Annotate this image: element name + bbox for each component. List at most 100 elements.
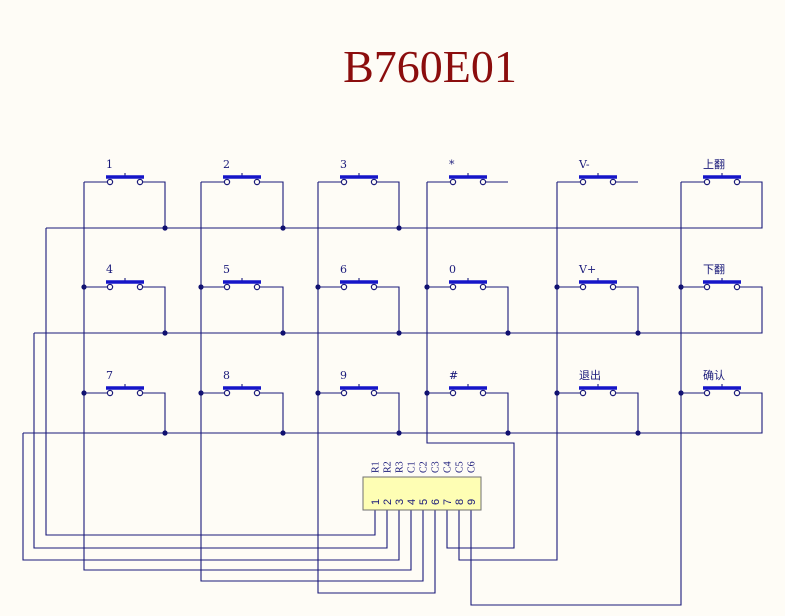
- junction-dot: [635, 330, 641, 336]
- switch-contact: [449, 178, 457, 186]
- connector-body: [362, 476, 482, 511]
- riser-r2-k2: [259, 286, 284, 333]
- switch-contact: [479, 178, 487, 186]
- junction-dot: [396, 225, 402, 231]
- switch-contact: [579, 389, 587, 397]
- key-switch: 6: [318, 263, 378, 291]
- key-switch: 确认: [681, 369, 741, 397]
- junction-dot: [162, 430, 168, 436]
- switch-contact: [370, 283, 378, 291]
- row-bus-3: [22, 392, 763, 561]
- riser-r1-k1: [142, 181, 166, 228]
- col-line-5: [458, 182, 558, 561]
- riser-r1-k2: [259, 181, 284, 228]
- key-label: 退出: [579, 368, 601, 382]
- connector-pin-number: 3: [394, 499, 406, 505]
- switch-contact: [609, 283, 617, 291]
- switch-contact: [703, 283, 711, 291]
- key-switch: 下翻: [681, 262, 741, 291]
- riser-r2-k3: [376, 286, 400, 333]
- connector-pin-label: C4: [443, 461, 454, 473]
- riser-r3-k4: [485, 392, 509, 433]
- key-label: 4: [106, 263, 113, 276]
- switch-contact: [106, 283, 114, 291]
- switch-contact: [370, 389, 378, 397]
- switch-contact: [253, 389, 261, 397]
- switch-contact: [609, 389, 617, 397]
- junction-dot: [162, 330, 168, 336]
- riser-r1-k3: [376, 181, 400, 228]
- key-label: 3: [340, 158, 347, 171]
- key-label: 6: [340, 263, 347, 276]
- col-line-4: [426, 182, 515, 549]
- junction-dot: [280, 225, 286, 231]
- connector-pin-number: 7: [442, 499, 454, 505]
- switch-contact: [703, 178, 711, 186]
- key-label: 0: [449, 263, 456, 276]
- switch-contact: [253, 178, 261, 186]
- key-switch: 退出: [557, 368, 617, 397]
- key-switch: 上翻: [681, 157, 741, 186]
- key-switch: 1: [84, 158, 144, 186]
- key-switch: 7: [84, 369, 144, 397]
- switch-contact: [223, 283, 231, 291]
- connector-pin-label: R2: [383, 461, 394, 473]
- key-switch: 0: [427, 263, 487, 291]
- riser-r2-k5: [615, 286, 639, 333]
- key-label: 下翻: [703, 262, 725, 276]
- switch-contact: [253, 283, 261, 291]
- riser-r3-k5: [615, 392, 639, 433]
- junction-dot: [505, 430, 511, 436]
- junction-dots: [81, 225, 684, 436]
- riser-r3-k3: [376, 392, 400, 433]
- key-label: *: [449, 158, 455, 171]
- key-label: 9: [340, 369, 347, 382]
- switch-contact: [449, 283, 457, 291]
- junction-dot: [280, 430, 286, 436]
- key-switch: V-: [557, 158, 617, 186]
- row-bus-1: [45, 181, 763, 536]
- key-switch: 4: [84, 263, 144, 291]
- switch-contact: [106, 178, 114, 186]
- push-switches: 1 2 3 * V- 上翻 4 5 6 0 V+ 下翻 7 8 9 # 退出 确认: [84, 157, 741, 397]
- connector-pin-label: R1: [371, 461, 382, 473]
- connector-pin-number: 8: [454, 499, 466, 505]
- switch-contact: [733, 178, 741, 186]
- col-line-3: [317, 182, 436, 594]
- switch-contact: [449, 389, 457, 397]
- switch-contact: [340, 283, 348, 291]
- connector-pin-label: C2: [419, 461, 430, 473]
- key-label: 确认: [703, 369, 725, 382]
- key-label: V+: [578, 263, 596, 276]
- switch-contact: [136, 389, 144, 397]
- switch-contact: [223, 178, 231, 186]
- switch-contact: [340, 389, 348, 397]
- connector-pin-label: R3: [395, 461, 406, 473]
- switch-contact: [733, 389, 741, 397]
- key-label: 2: [223, 158, 230, 171]
- diagram-title: B760E01: [343, 41, 517, 92]
- connector-pin-number: 1: [370, 499, 382, 505]
- key-label: 1: [106, 158, 113, 171]
- key-label: 上翻: [703, 157, 725, 171]
- key-label: 8: [223, 369, 230, 382]
- switch-contact: [579, 178, 587, 186]
- riser-r2-k1: [142, 286, 166, 333]
- switch-contact: [136, 178, 144, 186]
- key-switch: #: [427, 369, 487, 397]
- junction-dot: [280, 330, 286, 336]
- key-switch: 8: [201, 369, 261, 397]
- key-switch: 5: [201, 263, 261, 291]
- wiring: [22, 181, 763, 606]
- col-line-1: [83, 182, 412, 571]
- connector-pin-number: 6: [430, 499, 442, 505]
- riser-r3-k1: [142, 392, 166, 433]
- connector-pin-label: C6: [467, 461, 478, 473]
- key-label: 5: [223, 263, 230, 276]
- connector-pin-number: 2: [382, 499, 394, 505]
- switch-contact: [223, 389, 231, 397]
- switch-contact: [703, 389, 711, 397]
- switch-contact: [579, 283, 587, 291]
